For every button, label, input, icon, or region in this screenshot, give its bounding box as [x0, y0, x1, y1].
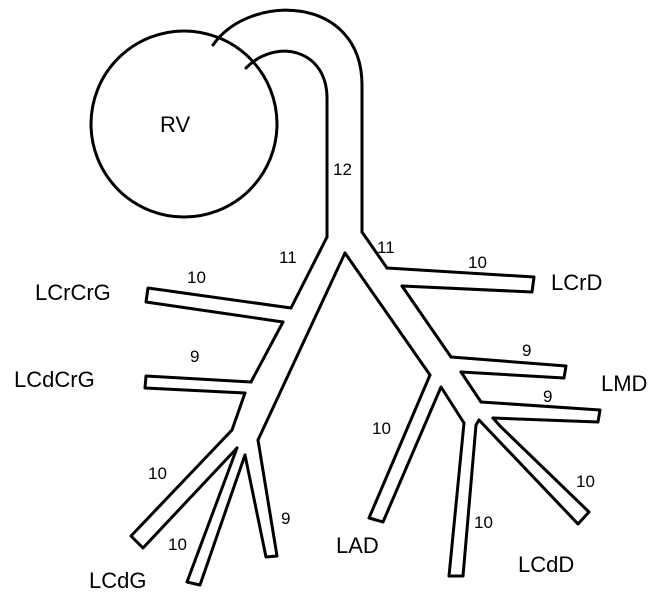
branch-lcrcrg [146, 288, 291, 322]
branch-lcdd-inner [449, 420, 479, 576]
lcdd-outer-size-label: 10 [576, 472, 595, 491]
branch-lcdcrg [145, 376, 251, 393]
branch-lcrd [387, 268, 534, 292]
lcdg-middle-size-label: 10 [168, 535, 187, 554]
lcdcrg-name-label: LCdCrG [14, 367, 95, 392]
arch-inner-wall [246, 51, 327, 237]
lcdcrg-size-label: 9 [190, 347, 199, 366]
lcrcrg-name-label: LCrCrG [35, 280, 111, 305]
lcrcrg-size-label: 10 [187, 268, 206, 287]
branch-lcdg-inner [245, 440, 277, 557]
branch-lmd-upper [451, 357, 566, 378]
branch-lcdd-outer [479, 420, 589, 524]
lmd-lower-size-label: 9 [543, 387, 552, 406]
lcdg-outer-size-label: 10 [148, 464, 167, 483]
ventricle-label: RV [160, 112, 190, 137]
lmd-name-label: LMD [601, 371, 647, 396]
lmd-upper-size-label: 9 [522, 341, 531, 360]
branch-lad [369, 375, 464, 522]
left-main-size-label: 11 [279, 248, 297, 267]
lcrd-size-label: 10 [468, 253, 487, 272]
lad-name-label: LAD [336, 533, 379, 558]
lcdg-inner-size-label: 9 [281, 509, 290, 528]
lcdg-name-label: LCdG [89, 568, 146, 593]
arch-outer-wall [213, 10, 362, 232]
trunk-size-label: 12 [333, 160, 352, 179]
branch-lmd-lower [481, 402, 600, 422]
lcdd-name-label: LCdD [518, 552, 574, 577]
right-main-size-label: 11 [377, 238, 395, 257]
lcdd-inner-size-label: 10 [474, 513, 493, 532]
lcrd-name-label: LCrD [551, 270, 602, 295]
lad-size-label: 10 [372, 419, 391, 438]
